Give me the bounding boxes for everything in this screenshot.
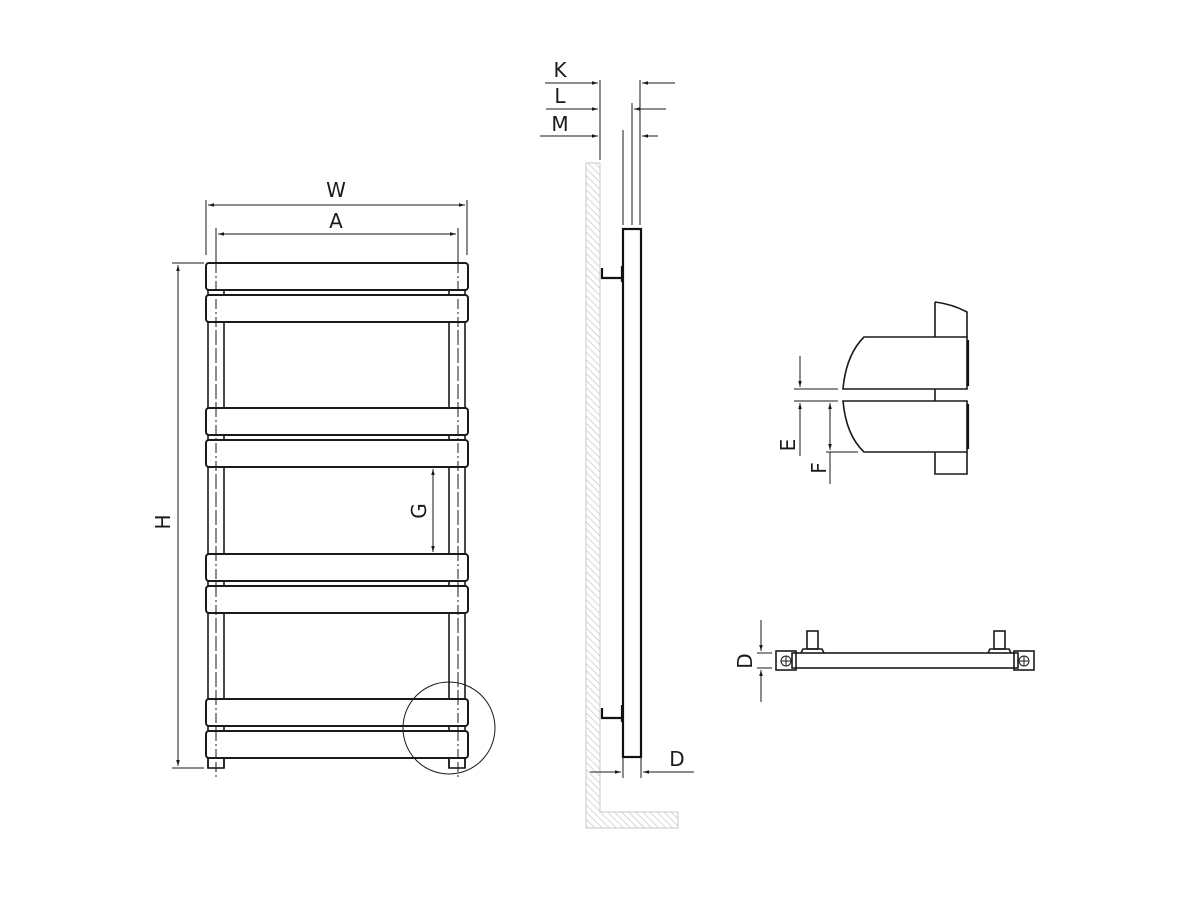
end-cap-right <box>1013 650 1035 671</box>
rail-1 <box>205 262 469 291</box>
dimension-klm: K L M <box>540 58 675 225</box>
label-m: M <box>551 112 568 136</box>
label-d-bottom: D <box>733 653 757 668</box>
radiator-profile <box>621 227 643 759</box>
dimension-g: G <box>407 469 435 552</box>
label-k: K <box>553 58 567 82</box>
rail-4 <box>205 439 469 468</box>
rail-5 <box>205 553 469 582</box>
wall-hatch <box>585 162 679 829</box>
rail-8 <box>205 730 469 759</box>
dimension-w: W <box>205 178 468 255</box>
rails <box>205 262 469 768</box>
dimension-a: A <box>215 209 459 258</box>
label-e: E <box>776 439 800 452</box>
label-f: F <box>807 462 831 474</box>
label-l: L <box>554 84 566 108</box>
front-view: W A H <box>151 178 496 780</box>
rail-2 <box>205 294 469 323</box>
rail-7 <box>205 698 469 727</box>
detail-circle <box>402 681 496 775</box>
rail-3 <box>205 407 469 436</box>
label-w: W <box>326 178 346 202</box>
label-h: H <box>151 514 175 529</box>
wall-brackets <box>600 266 624 722</box>
label-g: G <box>407 503 431 519</box>
end-cap-left <box>775 650 797 671</box>
dimension-d-side: D <box>590 747 694 778</box>
rail-6 <box>205 585 469 614</box>
label-a: A <box>329 209 343 233</box>
side-view: K L M D <box>540 58 694 829</box>
detail-view: E F <box>776 301 970 484</box>
bottom-view: D <box>733 620 1035 702</box>
label-d-side: D <box>669 747 684 771</box>
dimension-h: H <box>151 262 204 769</box>
valve-stubs <box>800 630 1012 654</box>
